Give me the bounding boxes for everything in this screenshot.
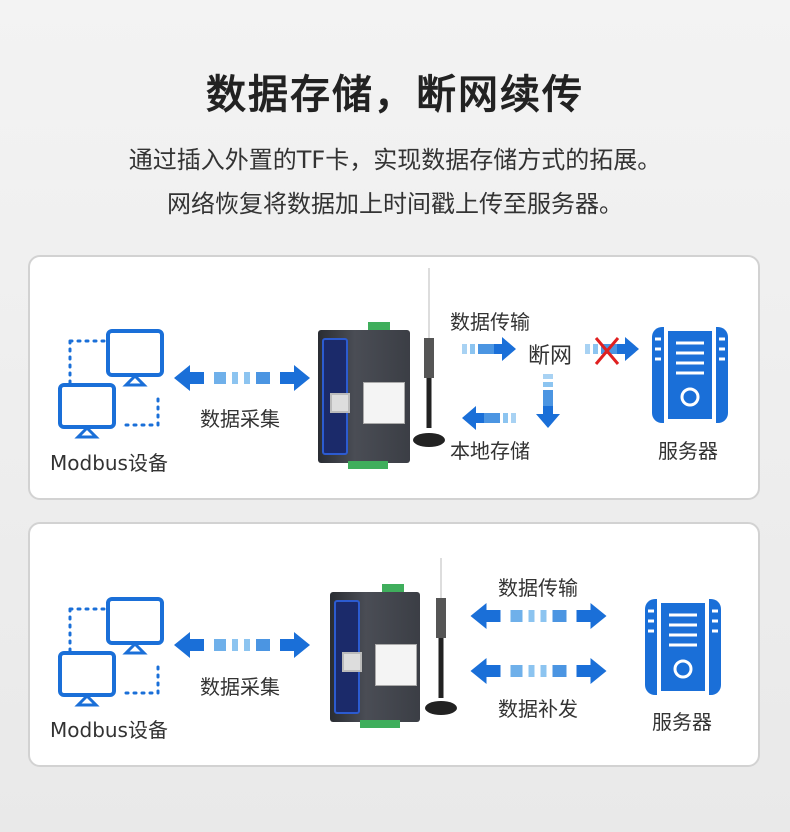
x-mark-icon [594, 337, 620, 365]
transfer-label: 数据传输 [498, 576, 578, 600]
server-label: 服务器 [658, 439, 718, 463]
modbus-devices-icon [58, 328, 168, 440]
modbus-device-label: Modbus设备 [50, 718, 168, 742]
transfer-double-arrow-icon [470, 601, 607, 631]
antenna-image [425, 558, 457, 715]
double-arrow-icon [174, 630, 310, 660]
server-label: 服务器 [652, 710, 712, 734]
antenna-image [413, 268, 445, 447]
resend-double-arrow-icon [470, 656, 607, 686]
gateway-device-image [318, 322, 410, 469]
subtitle-line-1: 通过插入外置的TF卡，实现数据存储方式的拓展。 [128, 146, 662, 174]
left-arrow-icon [462, 406, 516, 430]
collect-label: 数据采集 [200, 675, 280, 699]
transfer-label: 数据传输 [450, 310, 530, 334]
page-title: 数据存储，断网续传 [206, 72, 584, 118]
collect-label: 数据采集 [200, 407, 280, 431]
down-arrow-icon [536, 374, 560, 428]
offline-label: 断网 [528, 344, 573, 369]
server-icon [650, 325, 730, 425]
double-arrow-icon [174, 363, 310, 393]
resend-label: 数据补发 [498, 697, 578, 721]
modbus-devices-icon [58, 596, 168, 708]
gateway-device-image [330, 584, 420, 728]
local-storage-label: 本地存储 [450, 439, 530, 463]
right-arrow-icon [462, 337, 516, 361]
modbus-device-label: Modbus设备 [50, 451, 168, 475]
subtitle-line-2: 网络恢复将数据加上时间戳上传至服务器。 [167, 190, 623, 218]
server-icon [643, 597, 723, 697]
